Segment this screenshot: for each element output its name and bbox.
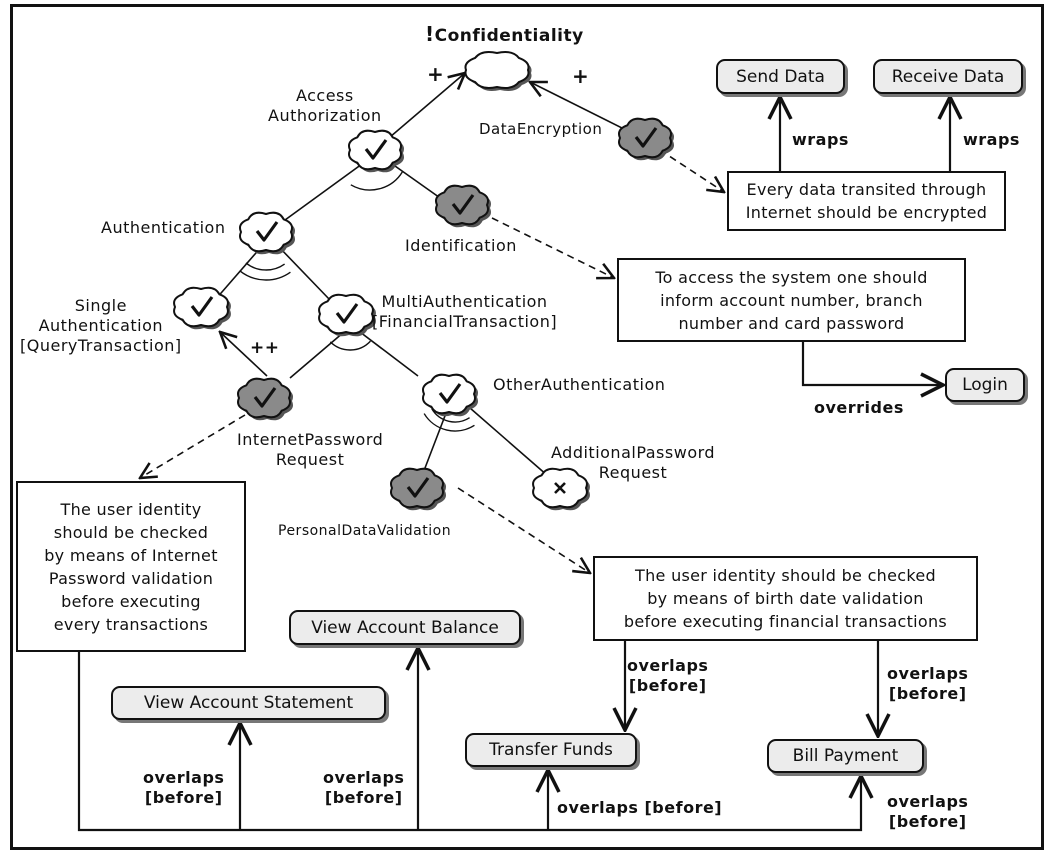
softgoal-identification-cloud-check-icon [451,194,475,215]
relation-wraps-send: wraps [792,130,849,149]
softgoal-access-authorization-cloud [347,129,405,173]
edge-authentication-to-access [284,163,363,221]
task-send-data[interactable]: Send Data [716,59,845,94]
softgoal-multi-authentication-cloud-check-icon [335,303,359,324]
task-view-account-statement[interactable]: View Account Statement [111,686,386,720]
access-authorization-label: Access Authorization [268,86,382,125]
other-authentication-label: OtherAuthentication [493,375,666,394]
softgoal-authentication-cloud [238,211,296,255]
softgoal-single-authentication-cloud-check-icon [190,296,214,317]
and-arc-other-outer [423,413,475,432]
confidentiality-text: Confidentiality [434,26,584,46]
task-receive-data[interactable]: Receive Data [873,59,1023,94]
softgoal-additional-password-cloud [532,467,590,511]
softgoal-additional-password-cloud-cross-icon [554,482,566,494]
relation-wraps-receive: wraps [963,130,1020,149]
relation-overlaps-balance: overlaps [before] [323,768,405,807]
confidentiality-label: !Confidentiality [425,22,584,47]
task-view-account-balance[interactable]: View Account Balance [289,610,521,645]
relation-overlaps-transfer: overlaps [before] [627,656,709,695]
and-arc-authentication-outer [239,270,291,281]
softgoal-data-encryption-cloud [617,117,675,161]
and-arc-access [350,171,403,191]
identification-label: Identification [405,236,517,255]
task-bill-payment[interactable]: Bill Payment [767,739,924,773]
authentication-label: Authentication [101,218,226,237]
note-encryption: Every data transited through Internet sh… [727,171,1006,231]
edge-multi-to-authentication [277,245,331,301]
relation-overlaps-transfer-bottom: overlaps [before] [557,798,723,817]
relation-overlaps-bill-bottom: overlaps [before] [887,792,969,831]
diagram-frame [10,4,1044,850]
and-arc-other [431,408,470,423]
edge-personal-to-other [424,407,449,469]
and-arc-authentication [245,262,286,271]
dash-personal-note [457,487,590,573]
edge-other-to-multi [359,331,419,377]
relation-overlaps-statement: overlaps [before] [143,768,225,807]
dash-identification-note [491,217,614,278]
edge-identification-to-access [394,165,444,201]
edge-single-to-authentication [214,245,263,301]
contribution-plus-left: + [427,62,445,86]
edge-internet-password-to-single [220,332,268,377]
softgoal-access-authorization-cloud-check-icon [364,139,388,160]
edge-overrides-login [801,342,943,385]
contribution-plusplus: ++ [250,338,280,358]
relation-overlaps-bill: overlaps [before] [887,664,969,703]
contribution-plus-right: + [572,64,590,88]
note-access: To access the system one should inform a… [617,258,966,342]
personal-data-validation-label: PersonalDataValidation [278,523,452,539]
note-birth-date: The user identity should be checked by m… [593,556,978,641]
softgoal-other-authentication-cloud-check-icon [438,383,462,404]
multi-authentication-label: MultiAuthentication [FinancialTransactio… [372,292,558,331]
softgoal-confidentiality-cloud [464,51,532,92]
and-arc-multi [329,340,371,351]
additional-password-request-label: AdditionalPassword Request [551,443,716,482]
softgoal-internet-password-cloud [236,377,294,421]
softgoal-other-authentication-cloud [421,373,479,417]
confidentiality-mark: ! [425,22,435,46]
softgoal-personal-data-cloud [389,467,447,511]
edge-bottom-bus [77,652,861,832]
softgoal-single-authentication-cloud [173,286,231,330]
task-login[interactable]: Login [945,368,1025,402]
softgoal-data-encryption-cloud-check-icon [634,127,658,148]
dash-internet-password-note [140,414,246,478]
edge-additional-to-other [469,407,549,477]
dash-encryption-note [659,149,724,192]
task-transfer-funds[interactable]: Transfer Funds [465,733,637,767]
softgoal-internet-password-cloud-check-icon [253,387,277,408]
internet-password-request-label: InternetPassword Request [237,430,384,469]
relation-overrides: overrides [814,398,904,417]
edge-access-to-confidentiality [382,73,465,144]
softgoal-multi-authentication-cloud [318,293,376,337]
edge-internet-password-to-multi [289,331,345,379]
softgoal-authentication-cloud-check-icon [255,221,279,242]
softgoal-personal-data-cloud-check-icon [406,477,430,498]
softgoal-identification-cloud [434,184,492,228]
data-encryption-label: DataEncryption [479,120,603,138]
single-authentication-label: Single Authentication [QueryTransaction] [20,296,182,355]
note-internet-password: The user identity should be checked by m… [16,481,246,652]
edge-encryption-to-confidentiality [530,82,627,131]
